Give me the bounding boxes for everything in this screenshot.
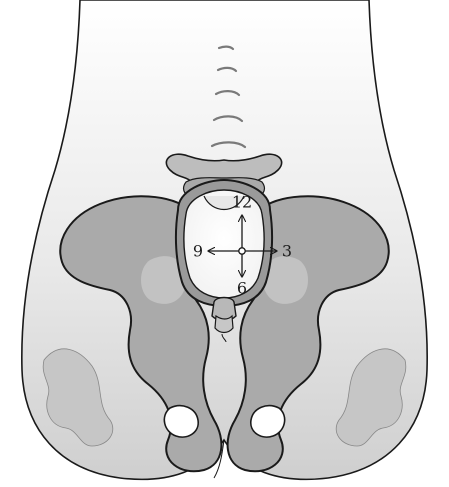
clock-label-9: 9 (193, 242, 203, 261)
clock-label-12: 12 (232, 193, 252, 212)
pelvic-inlet (176, 180, 272, 306)
clock-label-3: 3 (282, 242, 292, 261)
center-marker (239, 248, 245, 254)
clock-label-6: 6 (237, 279, 247, 298)
